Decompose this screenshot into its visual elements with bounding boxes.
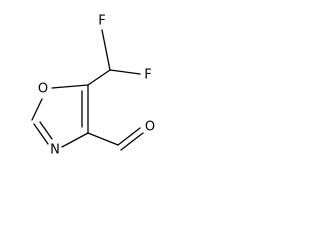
atom-label-fluorine-top: F <box>98 14 105 29</box>
bond-c5-o1 <box>51 84 89 89</box>
bond-c5-chf2 <box>87 69 111 86</box>
atom-label-ring-nitrogen: N <box>50 143 60 158</box>
bond-cho-o-double <box>117 127 141 146</box>
atom-label-aldehyde-oxygen: O <box>145 120 155 135</box>
bond-o1-c2 <box>31 98 43 121</box>
bond-chf2-f-top <box>101 29 111 71</box>
atom-label-ring-oxygen: O <box>38 82 48 97</box>
bond-cho-o-double-inner <box>120 132 144 151</box>
oxazole-structure-diagram: F F O N O <box>31 14 155 158</box>
bond-c4-cho <box>87 132 119 146</box>
bond-n3-c4 <box>61 132 89 148</box>
bond-c2-n3-double-inner <box>39 121 53 140</box>
bond-chf2-f-right <box>109 69 141 75</box>
bond-c2-n3-double <box>33 123 49 145</box>
atom-label-fluorine-right: F <box>144 68 151 83</box>
